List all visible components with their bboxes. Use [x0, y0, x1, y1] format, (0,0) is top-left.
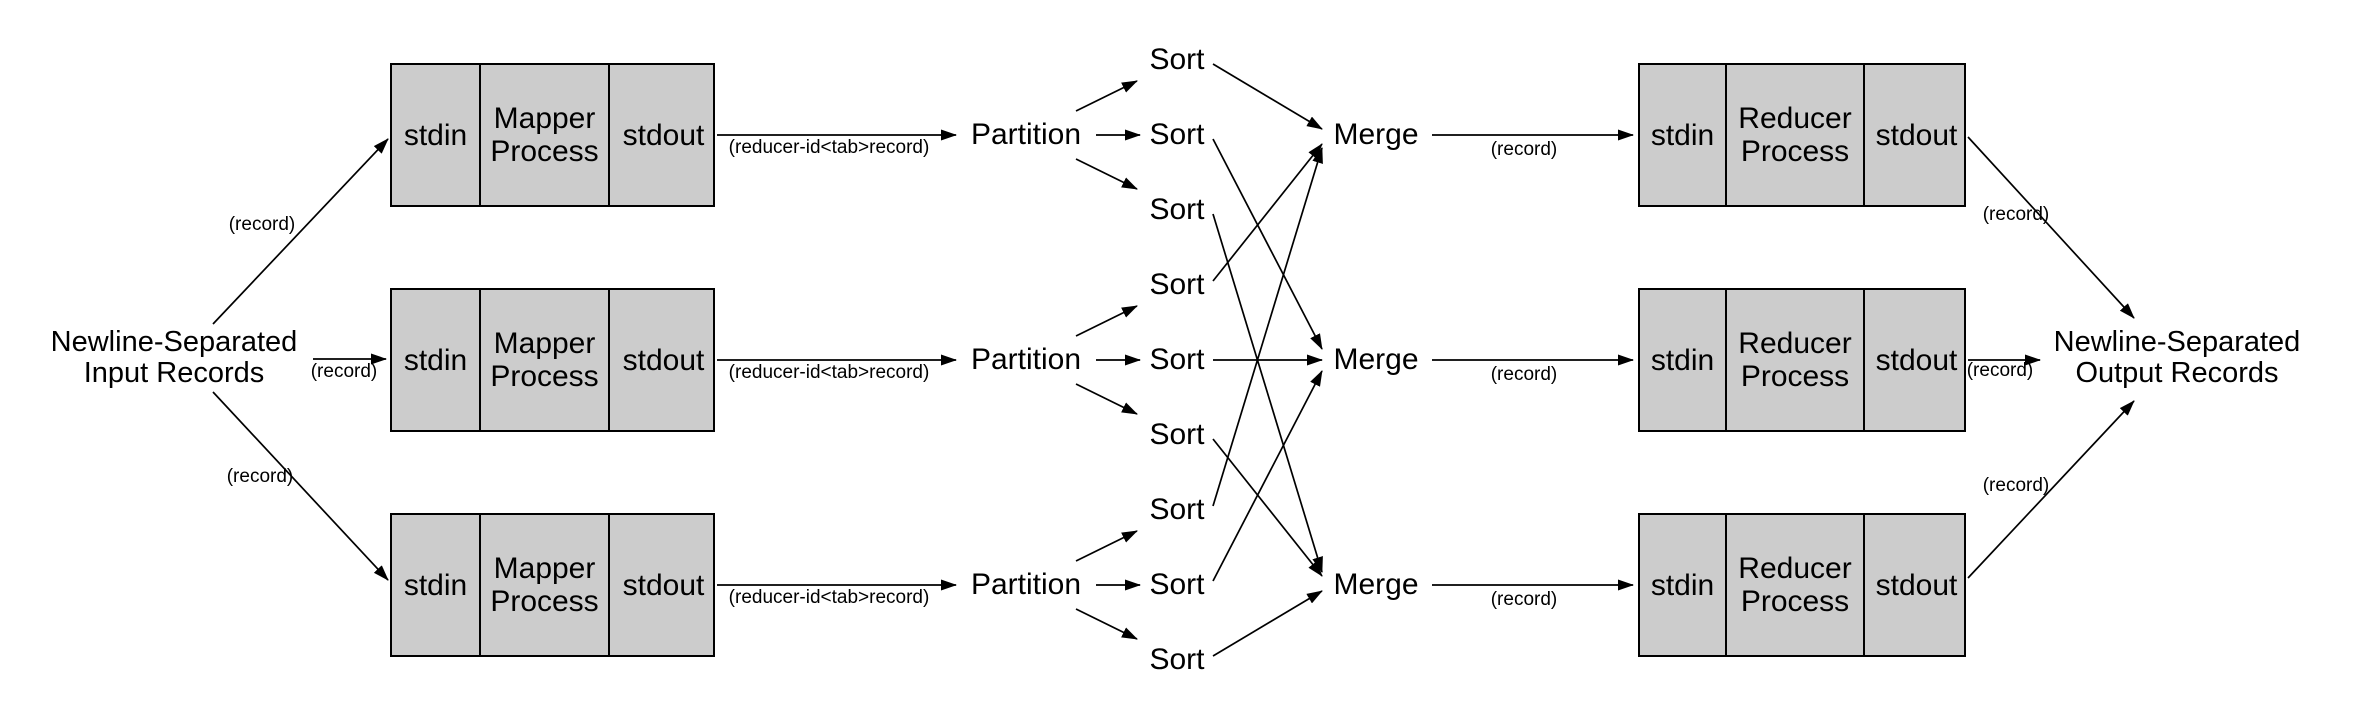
mapper1-process-cell: Mapper Process — [479, 65, 610, 205]
mapper1-stdin-cell: stdin — [392, 65, 479, 205]
arrow-partition2-to-sort4 — [1075, 305, 1138, 337]
merge-node-1: Merge — [1333, 118, 1419, 151]
sort-node-7: Sort — [1149, 493, 1205, 526]
arrow-partition1-to-sort1 — [1075, 80, 1138, 112]
edge-label-reducer-id-record-1: (reducer-id<tab>record) — [728, 137, 930, 158]
reducer2-process-cell: Reducer Process — [1725, 290, 1865, 430]
stdout-label: stdout — [622, 343, 705, 377]
stdout-label: stdout — [622, 118, 705, 152]
mapper2-stdin-cell: stdin — [392, 290, 479, 430]
mapper2-process-cell: Mapper Process — [479, 290, 610, 430]
reducer3-process-cell: Reducer Process — [1725, 515, 1865, 655]
mapper1-stdout-cell: stdout — [610, 65, 717, 205]
mapper-box-3: stdin Mapper Process stdout — [390, 513, 715, 657]
sort-node-8: Sort — [1149, 568, 1205, 601]
sort-node-3: Sort — [1149, 193, 1205, 226]
reducer2-stdout-cell: stdout — [1865, 290, 1968, 430]
arrow-partition1-to-sort3 — [1075, 158, 1138, 190]
sort-node-4: Sort — [1149, 268, 1205, 301]
edge-label-record-input-2: (record) — [310, 361, 378, 382]
arrow-reducer1-to-output — [1967, 136, 2135, 319]
stdin-label: stdin — [403, 343, 468, 377]
edge-label-reducer-id-record-3: (reducer-id<tab>record) — [728, 587, 930, 608]
edge-label-record-input-1: (record) — [228, 214, 296, 235]
stdout-label: stdout — [622, 568, 705, 602]
sort-node-2: Sort — [1149, 118, 1205, 151]
edge-label-record-output-2: (record) — [1966, 360, 2034, 381]
reducer1-stdin-cell: stdin — [1640, 65, 1725, 205]
stdin-label: stdin — [403, 568, 468, 602]
edge-label-record-merge-3: (record) — [1490, 589, 1558, 610]
reducer-process-label: Reducer Process — [1738, 327, 1852, 393]
partition-node-1: Partition — [970, 118, 1082, 151]
mapper-process-label: Mapper Process — [490, 102, 599, 168]
merge-node-3: Merge — [1333, 568, 1419, 601]
stdin-label: stdin — [403, 118, 468, 152]
stdout-label: stdout — [1875, 568, 1958, 602]
mapper-box-1: stdin Mapper Process stdout — [390, 63, 715, 207]
arrow-sort8-to-merge2 — [1212, 370, 1323, 582]
arrow-sort7-to-merge1 — [1212, 147, 1323, 507]
stdin-label: stdin — [1650, 118, 1715, 152]
output-records-label: Newline-Separated Output Records — [2053, 326, 2301, 389]
arrow-partition3-to-sort9 — [1075, 608, 1138, 640]
arrow-sort4-to-merge1 — [1212, 143, 1323, 282]
reducer3-stdout-cell: stdout — [1865, 515, 1968, 655]
arrow-sort6-to-merge3 — [1212, 438, 1323, 577]
edge-label-record-merge-1: (record) — [1490, 139, 1558, 160]
edge-label-record-output-3: (record) — [1982, 475, 2050, 496]
mapper3-stdout-cell: stdout — [610, 515, 717, 655]
partition-node-2: Partition — [970, 343, 1082, 376]
stdin-label: stdin — [1650, 568, 1715, 602]
sort-node-9: Sort — [1149, 643, 1205, 676]
reducer1-process-cell: Reducer Process — [1725, 65, 1865, 205]
reducer2-stdin-cell: stdin — [1640, 290, 1725, 430]
edge-label-reducer-id-record-2: (reducer-id<tab>record) — [728, 362, 930, 383]
input-records-label: Newline-Separated Input Records — [50, 326, 298, 389]
mapper-process-label: Mapper Process — [490, 552, 599, 618]
sort-node-5: Sort — [1149, 343, 1205, 376]
reducer-process-label: Reducer Process — [1738, 102, 1852, 168]
mapper3-process-cell: Mapper Process — [479, 515, 610, 655]
reducer-box-3: stdin Reducer Process stdout — [1638, 513, 1966, 657]
edge-label-record-input-3: (record) — [226, 466, 294, 487]
mapper2-stdout-cell: stdout — [610, 290, 717, 430]
arrow-partition2-to-sort6 — [1075, 383, 1138, 415]
arrow-sort2-to-merge2 — [1212, 138, 1323, 350]
mapper-process-label: Mapper Process — [490, 327, 599, 393]
reducer-process-label: Reducer Process — [1738, 552, 1852, 618]
stdin-label: stdin — [1650, 343, 1715, 377]
arrow-sort1-to-merge1 — [1212, 63, 1323, 130]
stdout-label: stdout — [1875, 118, 1958, 152]
reducer3-stdin-cell: stdin — [1640, 515, 1725, 655]
arrow-sort9-to-merge3 — [1212, 590, 1323, 657]
edge-label-record-output-1: (record) — [1982, 204, 2050, 225]
mapper-box-2: stdin Mapper Process stdout — [390, 288, 715, 432]
reducer-box-1: stdin Reducer Process stdout — [1638, 63, 1966, 207]
arrow-sort3-to-merge3 — [1212, 213, 1323, 573]
stdout-label: stdout — [1875, 343, 1958, 377]
arrow-partition3-to-sort7 — [1075, 530, 1138, 562]
sort-node-6: Sort — [1149, 418, 1205, 451]
sort-node-1: Sort — [1149, 43, 1205, 76]
partition-node-3: Partition — [970, 568, 1082, 601]
mapper3-stdin-cell: stdin — [392, 515, 479, 655]
merge-node-2: Merge — [1333, 343, 1419, 376]
reducer1-stdout-cell: stdout — [1865, 65, 1968, 205]
reducer-box-2: stdin Reducer Process stdout — [1638, 288, 1966, 432]
edge-label-record-merge-2: (record) — [1490, 364, 1558, 385]
